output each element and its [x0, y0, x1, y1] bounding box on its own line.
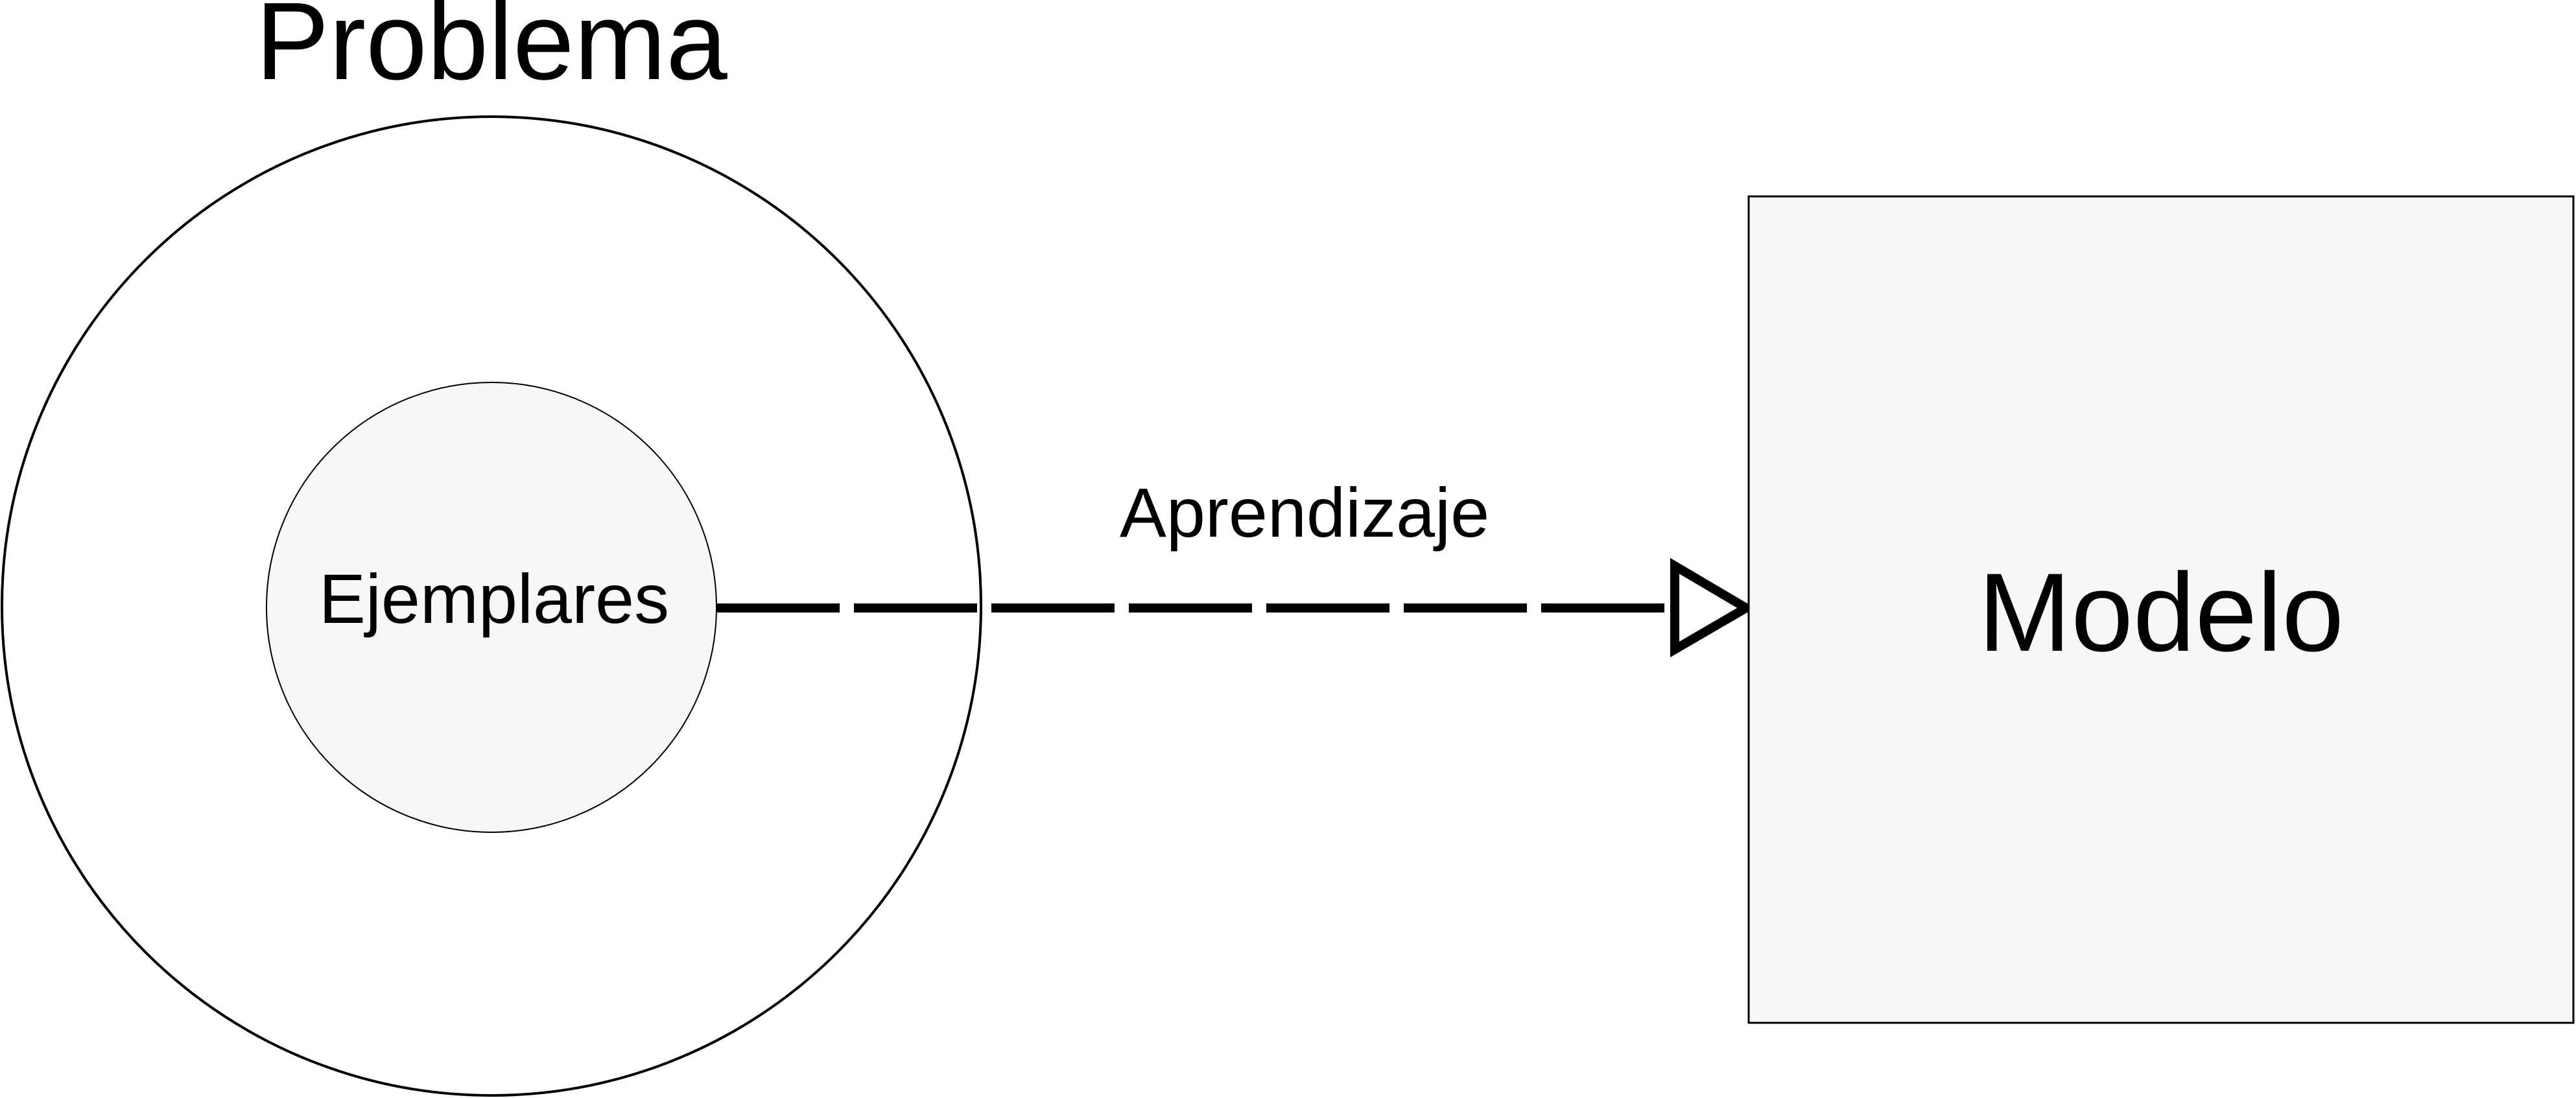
model-box — [1747, 195, 2575, 1024]
problem-label: Problema — [255, 0, 727, 103]
learning-arrow-head — [1670, 557, 1755, 658]
model-label: Modelo — [1978, 550, 2344, 675]
learning-edge-label: Aprendizaje — [1120, 473, 1489, 552]
examples-label: Ejemplares — [319, 559, 669, 638]
